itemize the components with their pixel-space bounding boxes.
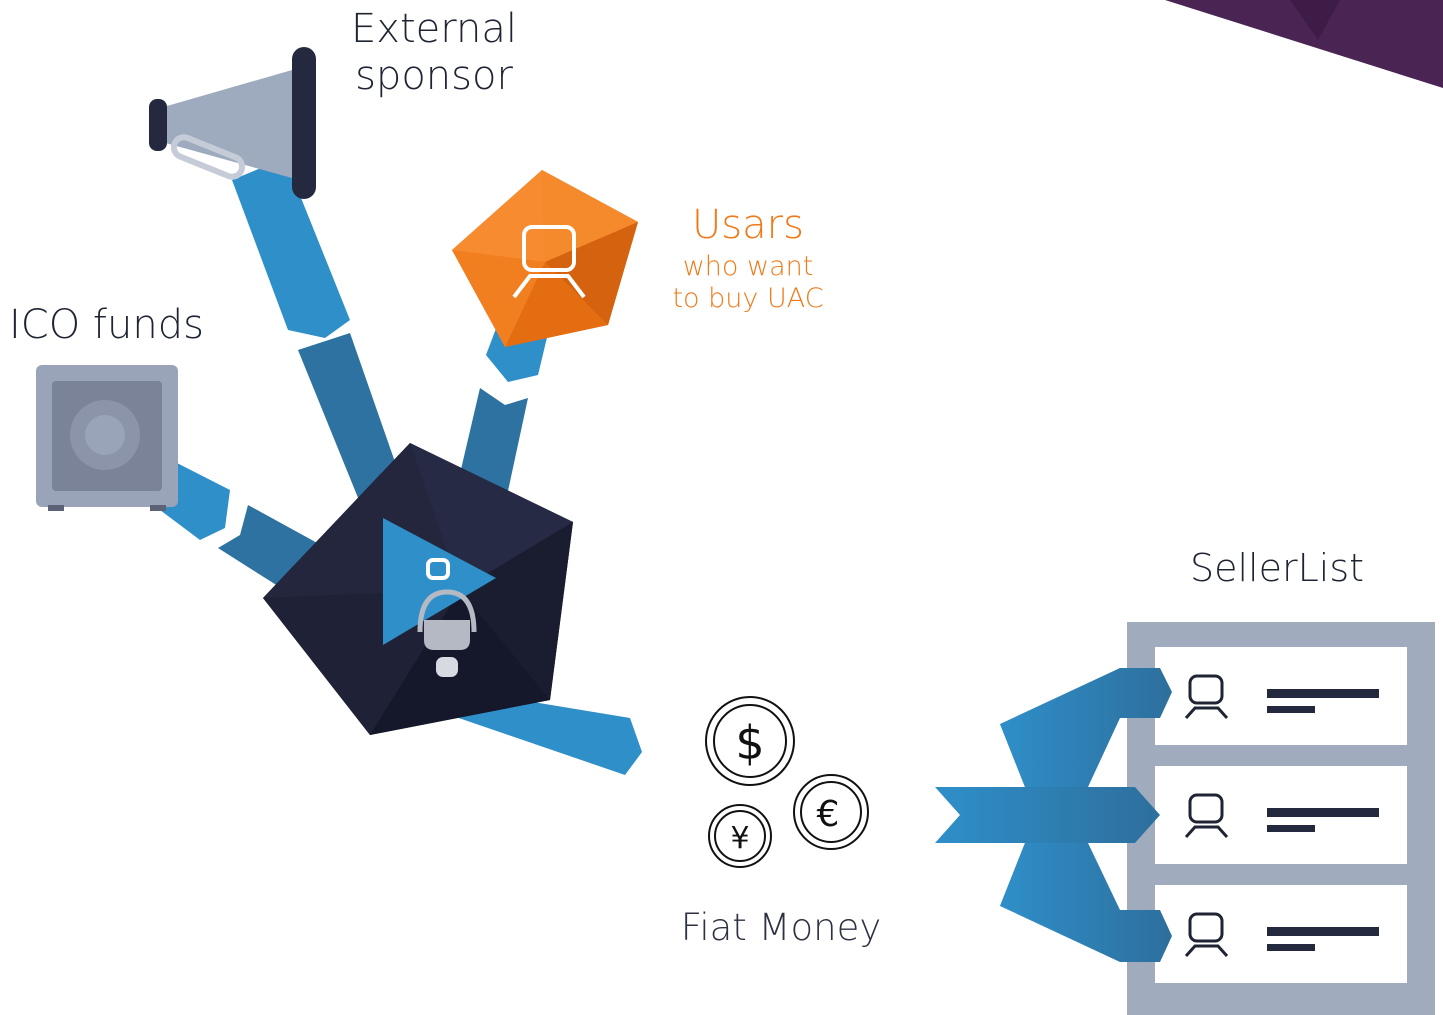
users-title: Usars xyxy=(692,202,804,248)
users-line2: to buy UAC xyxy=(672,282,824,314)
euro-coin-icon: € xyxy=(793,774,869,850)
hub-logo xyxy=(263,443,573,735)
external-sponsor-label: External sponsor xyxy=(334,6,534,100)
seller-row xyxy=(1184,912,1229,958)
sponsor-flow-arrow-lower xyxy=(298,333,410,515)
svg-text:$: $ xyxy=(735,716,764,770)
seller-row xyxy=(1184,674,1229,720)
users-line1: who want xyxy=(682,251,814,282)
seller-row xyxy=(1184,793,1229,839)
yen-coin-icon: ¥ xyxy=(708,804,772,868)
external-sponsor-line2: sponsor xyxy=(355,53,513,100)
svg-text:¥: ¥ xyxy=(730,821,749,856)
sponsor-flow-arrow xyxy=(232,158,350,338)
safe-icon xyxy=(36,365,178,511)
ico-funds-label: ICO funds xyxy=(9,302,204,348)
dollar-coin-icon: $ xyxy=(705,696,795,786)
seller-list-panel xyxy=(1127,622,1435,1015)
distribution-arrow xyxy=(935,668,1172,962)
external-sponsor-line1: External xyxy=(351,6,517,52)
fiat-flow-arrow xyxy=(450,690,642,775)
user-pentagon-icon xyxy=(452,170,638,347)
megaphone-icon xyxy=(149,47,316,199)
seller-list-title: SellerList xyxy=(1189,546,1365,590)
users-subtitle: who want to buy UAC xyxy=(648,251,848,315)
svg-text:€: € xyxy=(817,794,840,835)
fiat-money-label: Fiat Money xyxy=(680,906,882,949)
corner-decoration-shade xyxy=(1290,0,1340,40)
corner-decoration xyxy=(1165,0,1443,88)
